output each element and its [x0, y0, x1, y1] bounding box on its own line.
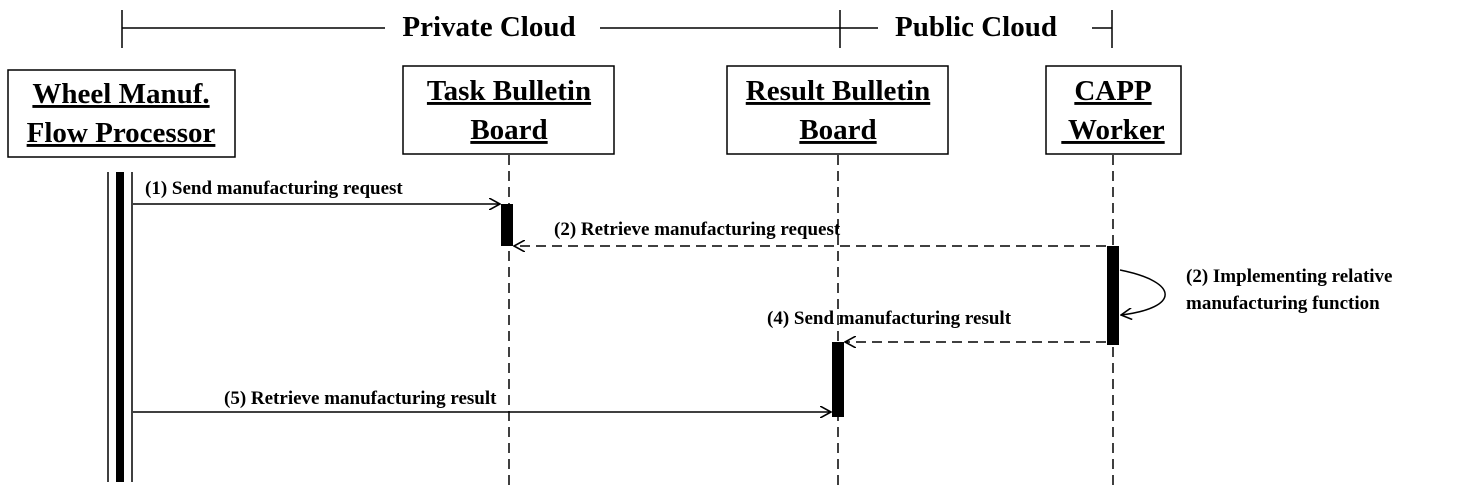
message-5: (5) Retrieve manufacturing result: [133, 388, 831, 412]
task-board-label-line1: Task Bulletin: [427, 75, 591, 107]
message-2: (2) Retrieve manufacturing request: [514, 219, 1106, 246]
cloud-boundary: Private Cloud Public Cloud: [121, 10, 1113, 48]
wheel-processor-activation: [116, 172, 124, 482]
result-board-box: [726, 65, 949, 155]
capp-worker-activation: [1107, 246, 1119, 345]
public-cloud-label: Public Cloud: [895, 11, 1057, 43]
task-board-box: [402, 65, 615, 155]
result-board-activation: [832, 342, 844, 417]
capp-worker-label-line1: CAPP: [1074, 75, 1151, 107]
wheel-processor-label-line2: Flow Processor: [27, 117, 216, 149]
message-4-label: (4) Send manufacturing result: [767, 308, 1012, 329]
capp-worker-label-line2: Worker: [1061, 114, 1164, 146]
actor-task-board: Task Bulletin Board: [402, 65, 615, 155]
wheel-processor-label-line1: Wheel Manuf.: [32, 78, 209, 110]
message-3: (2) Implementing relative manufacturing …: [1120, 266, 1393, 315]
actor-capp-worker: CAPP Worker: [1045, 65, 1182, 155]
wheel-processor-box: [7, 69, 236, 158]
message-3-label-line2: manufacturing function: [1186, 293, 1380, 314]
message-4: (4) Send manufacturing result: [767, 308, 1106, 342]
capp-worker-box: [1045, 65, 1182, 155]
task-board-label-line2: Board: [470, 114, 547, 146]
actor-wheel-processor: Wheel Manuf. Flow Processor: [7, 69, 236, 158]
message-5-label: (5) Retrieve manufacturing result: [224, 388, 497, 409]
message-1: (1) Send manufacturing request: [133, 178, 500, 204]
private-cloud-label: Private Cloud: [402, 11, 575, 43]
message-3-self-arrow: [1120, 269, 1166, 315]
message-3-label-line1: (2) Implementing relative: [1186, 266, 1393, 287]
actor-result-board: Result Bulletin Board: [726, 65, 949, 155]
message-1-label: (1) Send manufacturing request: [145, 178, 403, 199]
result-board-label-line1: Result Bulletin: [746, 75, 931, 107]
result-board-label-line2: Board: [799, 114, 876, 146]
message-2-label: (2) Retrieve manufacturing request: [554, 219, 841, 240]
task-board-activation: [501, 204, 513, 246]
